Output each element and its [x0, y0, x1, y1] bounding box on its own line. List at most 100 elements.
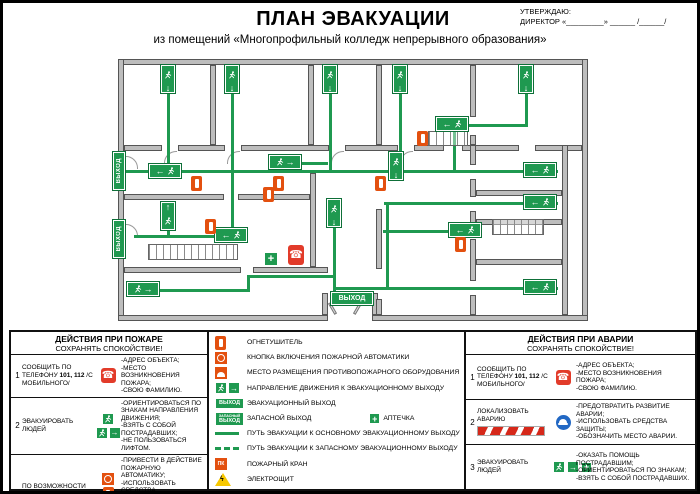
man-icon: [522, 66, 530, 84]
extinguisher-icon: [455, 237, 466, 252]
man-icon: [167, 162, 175, 180]
step-number: 3: [470, 462, 475, 472]
extinguisher-icon: [191, 176, 202, 191]
detail-line: -ОКАЗАТЬ ПОМОЩЬ ПОСТРАДАВШИМ;: [576, 452, 640, 467]
wall: [253, 267, 328, 273]
button-icon: [215, 351, 227, 364]
legend-label: ПУТЬ ЭВАКУАЦИИ К ОСНОВНОМУ ЭВАКУАЦИОННОМ…: [247, 430, 460, 438]
arrow-up-icon: ↑: [165, 201, 171, 212]
evacuation-path: [383, 230, 448, 233]
direction-sign-down: ↓: [326, 198, 342, 228]
man-arrow-icon: →: [215, 382, 240, 395]
extinguisher-icon: [375, 176, 386, 191]
accident-panel-header: ДЕЙСТВИЯ ПРИ АВАРИИ СОХРАНЯТЬ СПОКОЙСТВИ…: [466, 332, 695, 354]
wall: [124, 267, 241, 273]
step-icons: ☎: [98, 368, 118, 384]
exit-icon: ВЫХОД: [215, 397, 244, 409]
wall: [470, 65, 476, 117]
man-icon: [164, 66, 172, 84]
wall: [345, 145, 398, 151]
step-task-text: СООБЩИТЬ ПО ТЕЛЕФОНУ: [477, 365, 527, 381]
step-task: ЭВАКУИРОВАТЬ ЛЮДЕЙ: [477, 459, 553, 474]
detail-line: -ВЗЯТЬ С СОБОЙ ПОСТРАДАВШИХ;: [121, 422, 178, 437]
step-task-text: ЛОКАЛИЗОВАТЬ АВАРИЮ: [477, 407, 529, 423]
extinguisher-icon: [102, 487, 114, 491]
detail-line: -МЕСТО ВОЗНИКНОВЕНИЯ ПОЖАРА;: [576, 369, 662, 385]
line-dashed-icon: [215, 447, 239, 451]
arrow-right-icon: →: [228, 382, 240, 395]
step-number: 1: [15, 371, 20, 381]
direction-sign-down: ↓: [224, 64, 240, 94]
arrow-left-icon: ←: [530, 281, 540, 292]
detail-line: -АДРЕС ОБЪЕКТА;: [121, 357, 180, 364]
detail-line: -МЕСТО ВОЗНИКНОВЕНИЯ ПОЖАРА;: [121, 364, 180, 387]
step-number: 2: [15, 421, 20, 431]
arrow-down-icon: ↓: [165, 82, 171, 93]
legend-icon-cell: →: [215, 382, 247, 395]
wall: [476, 259, 562, 265]
detail-line: -ИСПОЛЬЗОВАТЬ СРЕДСТВА ЗАЩИТЫ;: [576, 418, 668, 433]
step-details: -ПРИВЕСТИ В ДЕЙСТВИЕ ПОЖАРНУЮ АВТОМАТИКУ…: [118, 457, 205, 491]
fire-equip-icon: [215, 366, 227, 379]
approval-block: УТВЕРЖДАЮ: ДИРЕКТОР «_________» ______ /…: [520, 7, 697, 27]
first-aid-icon: +: [264, 252, 278, 266]
direction-sign-right: →: [268, 154, 302, 170]
man-icon: [542, 161, 550, 179]
extinguisher-icon: [417, 131, 428, 146]
man-icon: [134, 280, 142, 298]
evacuation-path: [386, 233, 389, 290]
evacuation-path: [455, 124, 528, 127]
man-icon: [95, 426, 108, 439]
fire-actions-panel: ДЕЙСТВИЯ ПРИ ПОЖАРЕ СОХРАНЯТЬ СПОКОЙСТВИ…: [9, 330, 209, 491]
wall: [376, 65, 382, 145]
man-icon: [553, 461, 565, 473]
step-task: ЛОКАЛИЗОВАТЬ АВАРИЮ: [477, 407, 553, 437]
door-arc: [331, 151, 344, 164]
door-arc: [125, 156, 138, 169]
step-number: 3: [13, 490, 22, 491]
phone-icon: ☎: [100, 368, 116, 384]
exit-sign: ВЫХОД: [112, 219, 126, 259]
page-subtitle: из помещений «Многопрофильный колледж не…: [153, 34, 547, 46]
wall: [118, 190, 124, 220]
arrow-down-icon: ↓: [229, 82, 235, 93]
legend-label: НАПРАВЛЕНИЕ ДВИЖЕНИЯ К ЭВАКУАЦИОННОМУ ВЫ…: [247, 384, 445, 392]
direction-sign-left: ←: [523, 162, 557, 178]
evacuation-path: [386, 204, 389, 232]
legend-item: → НАПРАВЛЕНИЕ ДВИЖЕНИЯ К ЭВАКУАЦИОННОМУ В…: [215, 381, 464, 396]
stairs: [492, 219, 544, 235]
man-icon: [276, 153, 284, 171]
approval-signature-line: ДИРЕКТОР «_________» ______ /______/: [520, 17, 667, 26]
legend-label: ЭВАКУАЦИОННЫЙ ВЫХОД: [247, 399, 336, 407]
direction-sign-left: ←: [523, 279, 557, 295]
evacuation-path: [525, 94, 528, 124]
extinguisher-icon: [205, 219, 216, 234]
step-details: -ОКАЗАТЬ ПОМОЩЬ ПОСТРАДАВШИМ;-ОРИЕНТИРОВ…: [573, 452, 693, 482]
detail-line: -СВОЮ ФАМИЛИЮ.: [121, 387, 182, 394]
step-icons: →: [95, 412, 121, 439]
wall: [476, 190, 562, 196]
evacuation-path: [167, 94, 170, 170]
evacuation-path: [336, 287, 558, 290]
man-icon: [330, 200, 338, 218]
detail-line: -ОРИЕНТИРОВАТЬСЯ ПО ЗНАКАМ;: [576, 467, 687, 474]
direction-sign-left: ←: [148, 163, 182, 179]
wall: [470, 295, 476, 315]
wall: [322, 293, 328, 315]
step-task-text: ЭВАКУИРОВАТЬ ЛЮДЕЙ: [22, 418, 74, 433]
detail-line: -АДРЕС ОБЪЕКТА;: [576, 362, 635, 369]
step-task-text: 101, 112: [59, 371, 85, 379]
legend-icon-cell: [215, 366, 247, 379]
wall: [470, 145, 476, 165]
man-icon: [396, 66, 404, 84]
arrow-left-icon: ←: [530, 164, 540, 175]
wall: [470, 179, 476, 197]
man-icon: [215, 382, 227, 395]
